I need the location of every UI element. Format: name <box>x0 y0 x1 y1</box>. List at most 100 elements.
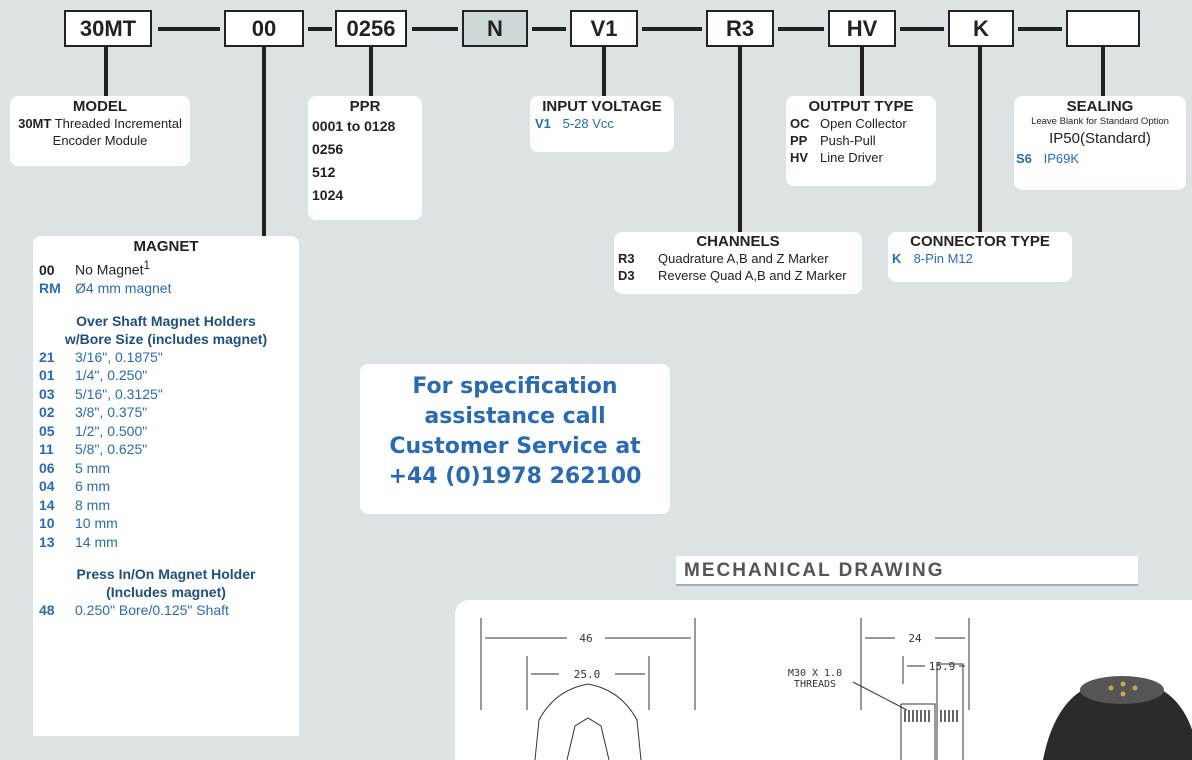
ppr-option: 0256 <box>312 141 344 157</box>
sealing-title: SEALING <box>1066 98 1134 115</box>
bore-code: 05 <box>39 422 55 439</box>
input-voltage-title: INPUT VOLTAGE <box>542 98 662 115</box>
pointer-line <box>1101 47 1105 97</box>
code-box-magnet: 00 <box>224 10 304 47</box>
pointer-line <box>104 47 108 97</box>
connector-photo <box>1043 676 1192 760</box>
bore-code: 11 <box>39 441 54 458</box>
pointer-line <box>602 47 606 97</box>
bore-desc: 3/16", 0.1875" <box>75 348 163 365</box>
thread-label: M30 X 1.0 <box>788 668 842 679</box>
thread-label: THREADS <box>794 679 836 690</box>
pointer-line <box>738 47 742 233</box>
over-shaft-title: w/Bore Size (includes magnet) <box>64 330 268 347</box>
model-desc1: Threaded Incremental <box>54 116 182 131</box>
mechanical-drawing-title: MECHANICAL DRAWING <box>676 556 1138 586</box>
magnet-code: RM <box>39 280 61 297</box>
output-type-title: OUTPUT TYPE <box>808 98 914 115</box>
code-box-connector: K <box>948 10 1014 47</box>
sealing-code: S6 <box>1016 151 1032 166</box>
assistance-box: For specification assistance call Custom… <box>360 364 670 514</box>
voltage-code: V1 <box>535 116 551 131</box>
pointer-line <box>978 47 982 233</box>
assist-phone: +44 (0)1978 262100 <box>388 464 642 489</box>
sealing-note: Leave Blank for Standard Option <box>1031 116 1169 127</box>
bore-desc: 3/8", 0.375" <box>75 404 148 421</box>
sealing-box: SEALING Leave Blank for Standard Option … <box>1014 96 1186 190</box>
mechanical-drawing: 46 25.0 24 15.9 M30 X 1.0 THREADS <box>455 600 1192 760</box>
connector-code: K <box>892 251 902 266</box>
bore-code: 01 <box>39 367 55 384</box>
channel-desc: Reverse Quad A,B and Z Marker <box>658 268 847 283</box>
magnet-title: MAGNET <box>133 238 199 255</box>
voltage-desc: 5-28 Vcc <box>562 116 614 131</box>
bore-desc: 5 mm <box>75 459 110 476</box>
bore-desc: 1/4", 0.250" <box>75 367 148 384</box>
code-box-output: HV <box>828 10 896 47</box>
bore-code: 10 <box>39 515 55 532</box>
bore-desc: 8 mm <box>75 496 110 513</box>
ppr-title: PPR <box>349 98 381 115</box>
drawing-svg: 46 25.0 24 15.9 M30 X 1.0 THREADS <box>480 618 1192 760</box>
code-box-ppr: 0256 <box>335 10 407 47</box>
dim-25: 25.0 <box>574 668 601 681</box>
code-box-sealing <box>1066 10 1140 47</box>
assist-line: Customer Service at <box>389 434 641 459</box>
code-box-channels: R3 <box>706 10 774 47</box>
press-title: Press In/On Magnet Holder <box>76 566 256 583</box>
connector-title: CONNECTOR TYPE <box>910 233 1050 250</box>
ppr-option: 0001 to 0128 <box>312 118 396 134</box>
press-desc: 0.250" Bore/0.125" Shaft <box>75 602 229 619</box>
bore-desc: 5/16", 0.3125" <box>75 385 163 402</box>
ppr-box: PPR 0001 to 0128 0256 512 1024 <box>308 96 422 220</box>
output-desc: Open Collector <box>820 116 907 131</box>
connector-line <box>642 27 702 31</box>
output-code: PP <box>790 133 808 148</box>
model-code: 30MT <box>18 116 52 131</box>
ppr-option: 512 <box>312 164 336 180</box>
channel-code: R3 <box>618 251 635 266</box>
connector-line <box>158 27 220 31</box>
press-title: (Includes magnet) <box>106 584 226 601</box>
bore-desc: 1/2", 0.500" <box>75 422 148 439</box>
magnet-code: 00 <box>39 261 55 278</box>
magnet-box: MAGNET 00 No Magnet1 RM Ø4 mm magnet Over … <box>33 236 299 736</box>
bore-code: 13 <box>39 533 55 550</box>
ppr-option: 1024 <box>312 187 344 203</box>
magnet-desc: Ø4 mm magnet <box>75 280 172 297</box>
output-desc: Push-Pull <box>820 133 876 148</box>
magnet-desc: No Magnet <box>75 261 144 278</box>
channel-desc: Quadrature A,B and Z Marker <box>658 251 829 266</box>
input-voltage-box: INPUT VOLTAGE V1 5-28 Vcc <box>530 96 674 152</box>
connector-line <box>1018 27 1062 31</box>
bore-desc: 6 mm <box>75 478 110 495</box>
code-box-n: N <box>462 10 528 47</box>
output-desc: Line Driver <box>820 150 883 165</box>
bore-code: 06 <box>39 459 55 476</box>
dim-46: 46 <box>579 632 592 645</box>
bore-desc: 10 mm <box>75 515 118 532</box>
dim-15-9: 15.9 <box>929 660 956 673</box>
connector-line <box>308 27 332 31</box>
bore-code: 03 <box>39 385 55 402</box>
bore-desc: 5/8", 0.625" <box>75 441 148 458</box>
footnote-marker: 1 <box>143 259 150 272</box>
connector-desc: 8-Pin M12 <box>913 251 973 266</box>
code-box-model: 30MT <box>64 10 152 47</box>
connector-type-box: CONNECTOR TYPE K 8-Pin M12 <box>888 232 1072 282</box>
pointer-line <box>262 47 266 237</box>
connector-line <box>412 27 458 31</box>
bore-code: 21 <box>39 348 55 365</box>
assist-line: assistance call <box>424 404 606 429</box>
connector-line <box>532 27 566 31</box>
assist-line: For specification <box>412 374 618 399</box>
over-shaft-title: Over Shaft Magnet Holders <box>76 312 256 329</box>
pointer-line <box>369 47 373 97</box>
connector-line <box>900 27 944 31</box>
connector-line <box>778 27 824 31</box>
sealing-desc: IP69K <box>1043 151 1080 166</box>
bore-code: 14 <box>39 496 55 513</box>
pointer-line <box>860 47 864 97</box>
model-title: MODEL <box>72 98 128 115</box>
